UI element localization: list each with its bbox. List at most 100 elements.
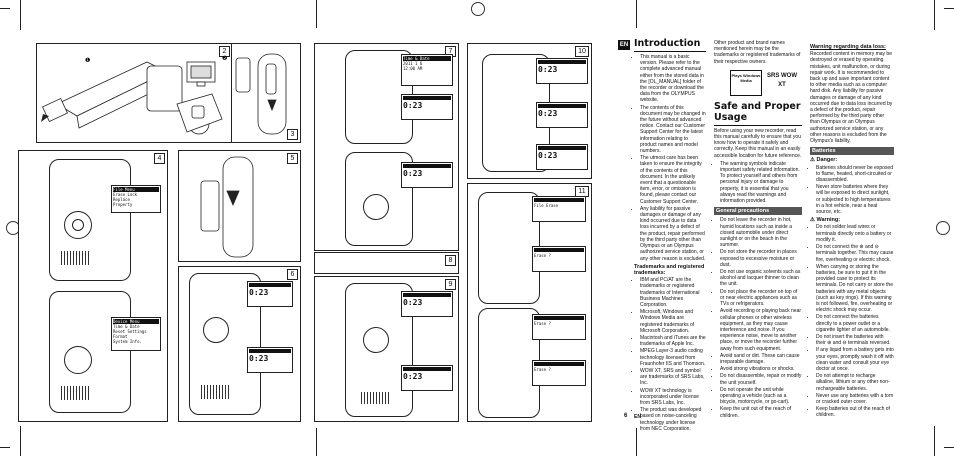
list-item: Do not connect the ⊕ and ⊖ terminals tog…: [816, 244, 894, 263]
registration-mark: [936, 221, 950, 235]
lcd-item: System Info.: [113, 339, 142, 344]
lcd-counter: 0:23: [403, 169, 423, 178]
lcd-item: Reset Settings: [113, 329, 147, 334]
lcd-item: Time & Date: [113, 324, 140, 329]
lcd-file-label: File Erase: [534, 203, 559, 208]
list-item: The utmost care has been taken to ensure…: [640, 155, 706, 205]
list-item: WOW XT, SRS and symbol are trademarks of…: [640, 368, 706, 387]
list-item: Do not store the recorder in places expo…: [720, 249, 802, 268]
list-item: The warning symbols indicate important s…: [720, 161, 802, 204]
page-language: EN: [634, 414, 641, 420]
list-item: Do not leave the recorder in hot, humid …: [720, 217, 802, 248]
list-item: Never use any batteries with a torn or c…: [816, 393, 894, 405]
crop-mark: [934, 0, 935, 30]
lcd-screen: Time & Date 2011 1 6 12:00 AM: [401, 54, 453, 86]
warning-label: Warning:: [816, 217, 841, 224]
panel-number: 3: [287, 129, 298, 140]
panel-number: 4: [154, 153, 165, 164]
list-item: Never store batteries where they will be…: [816, 184, 894, 215]
text-column-1: Introduction This manual is a basic vers…: [634, 38, 706, 433]
list-item: Do not connect the batteries directly to…: [816, 314, 894, 333]
srs-wow-logo: SRS WOW XT: [764, 69, 800, 94]
list-item: Keep batteries out of the reach of child…: [816, 406, 894, 418]
lcd-screen: 0:23: [536, 144, 588, 170]
figure-panel-8: 8: [314, 252, 459, 274]
lcd-screen: 0:23: [247, 281, 293, 307]
lcd-screen: File Erase: [532, 196, 586, 222]
lcd-item: Property: [113, 202, 133, 207]
logo-row: Plays Windows Media SRS WOW XT: [714, 68, 802, 98]
figure-panel-7: 7 Time & Date 2011 1 6 12:00 AM 0:23 0:2…: [314, 43, 459, 251]
crop-mark: [0, 447, 10, 448]
lcd-screen: 0:23: [401, 291, 453, 317]
lcd-item: Erase Lock: [113, 192, 138, 197]
list-item: Do not place the recorder on top of or n…: [720, 289, 802, 308]
bullet-list: The warning symbols indicate important s…: [714, 161, 802, 204]
list-item: Keep the unit out of the reach of childr…: [720, 406, 802, 418]
battery-cover-illustration: [200, 156, 254, 258]
figure-panel-10: 10 0:23 0:23 0:23: [467, 43, 592, 179]
lcd-item: Replace: [113, 197, 130, 202]
figure-panel-11: 11 File Erase Erase ? Erase ? Erase ?: [467, 183, 592, 422]
panel-number: 5: [287, 153, 298, 164]
lcd-time: 12:00 AM: [403, 66, 423, 71]
subsection-band: Batteries: [810, 147, 894, 156]
list-item: Macintosh and iTunes are the trademarks …: [640, 335, 706, 347]
crop-mark: [316, 0, 317, 28]
lcd-title: Device Menu: [113, 319, 159, 324]
lcd-title: Time & Date: [403, 56, 451, 61]
figure-panel-5: 5: [178, 150, 301, 262]
lcd-screen: Erase ?: [532, 360, 586, 386]
list-item: Do not operate the unit while operating …: [720, 387, 802, 406]
paragraph: Before using your new recorder, read thi…: [714, 127, 802, 159]
list-item: The product was developed based on noise…: [640, 407, 706, 432]
registration-mark: [471, 2, 485, 16]
figure-panel-9: 9 0:23 0:23: [314, 276, 459, 422]
list-item: Microsoft, Windows and Windows Media are…: [640, 309, 706, 334]
lcd-counter: 0:23: [538, 151, 558, 160]
speaker-grill: [61, 251, 91, 265]
lcd-item: Format: [113, 334, 128, 339]
lcd-counter: 0:23: [403, 298, 423, 307]
panel-number: 2: [219, 46, 230, 57]
list-item: WOW XT technology is incorporated under …: [640, 388, 706, 407]
danger-label: Danger:: [816, 157, 838, 164]
bullet-list: This manual is a basic version. Please r…: [634, 54, 706, 262]
lcd-counter: 0:23: [403, 101, 423, 110]
dpad-button: [363, 327, 389, 353]
list-item: Do not attempt to recharge alkaline, lit…: [816, 373, 894, 392]
lcd-screen: 0:23: [401, 365, 453, 391]
lcd-counter: 0:23: [403, 372, 423, 381]
lcd-screen: 0:23: [247, 347, 293, 373]
crop-mark: [0, 8, 10, 9]
lcd-counter: 0:23: [249, 354, 269, 363]
list-item: The contents of this document may be cha…: [640, 105, 706, 155]
text-column-3: Warning regarding data loss: Recorded co…: [810, 42, 894, 420]
crop-mark: [944, 8, 954, 9]
dpad-button: [363, 194, 389, 220]
lcd-counter: 0:23: [538, 109, 558, 118]
speaker-grill: [61, 386, 91, 400]
lcd-erase-label: Erase ?: [534, 253, 551, 258]
crop-mark: [934, 426, 935, 456]
list-item: Batteries should never be exposed to fla…: [816, 165, 894, 184]
section-title: Safe and Proper Usage: [714, 101, 802, 126]
lcd-title: File Menu: [113, 187, 159, 192]
lcd-screen: 0:23: [536, 102, 588, 128]
figure-panel-3: 3: [231, 43, 301, 143]
crop-mark: [20, 0, 21, 30]
usb-connection-illustration: ❶ ❷: [41, 55, 227, 135]
lcd-screen: 0:23: [401, 94, 453, 120]
crop-mark: [636, 428, 637, 456]
lcd-screen: Erase ?: [532, 314, 586, 340]
list-item: Avoid sand or dirt. These can cause irre…: [720, 353, 802, 365]
subsection-band: General precautions: [714, 207, 802, 216]
ok-button: [72, 219, 84, 231]
svg-text:❶: ❶: [85, 57, 90, 64]
recorder-side-illustration: [235, 53, 287, 135]
lcd-screen: Erase ?: [532, 246, 586, 272]
bullet-list: Batteries should never be exposed to fla…: [810, 165, 894, 216]
warning-triangle-icon: ⚠: [810, 217, 817, 224]
paragraph: Recorded content in memory may be destro…: [810, 51, 893, 145]
list-item: Do not insert the batteries with their ⊕…: [816, 334, 894, 346]
